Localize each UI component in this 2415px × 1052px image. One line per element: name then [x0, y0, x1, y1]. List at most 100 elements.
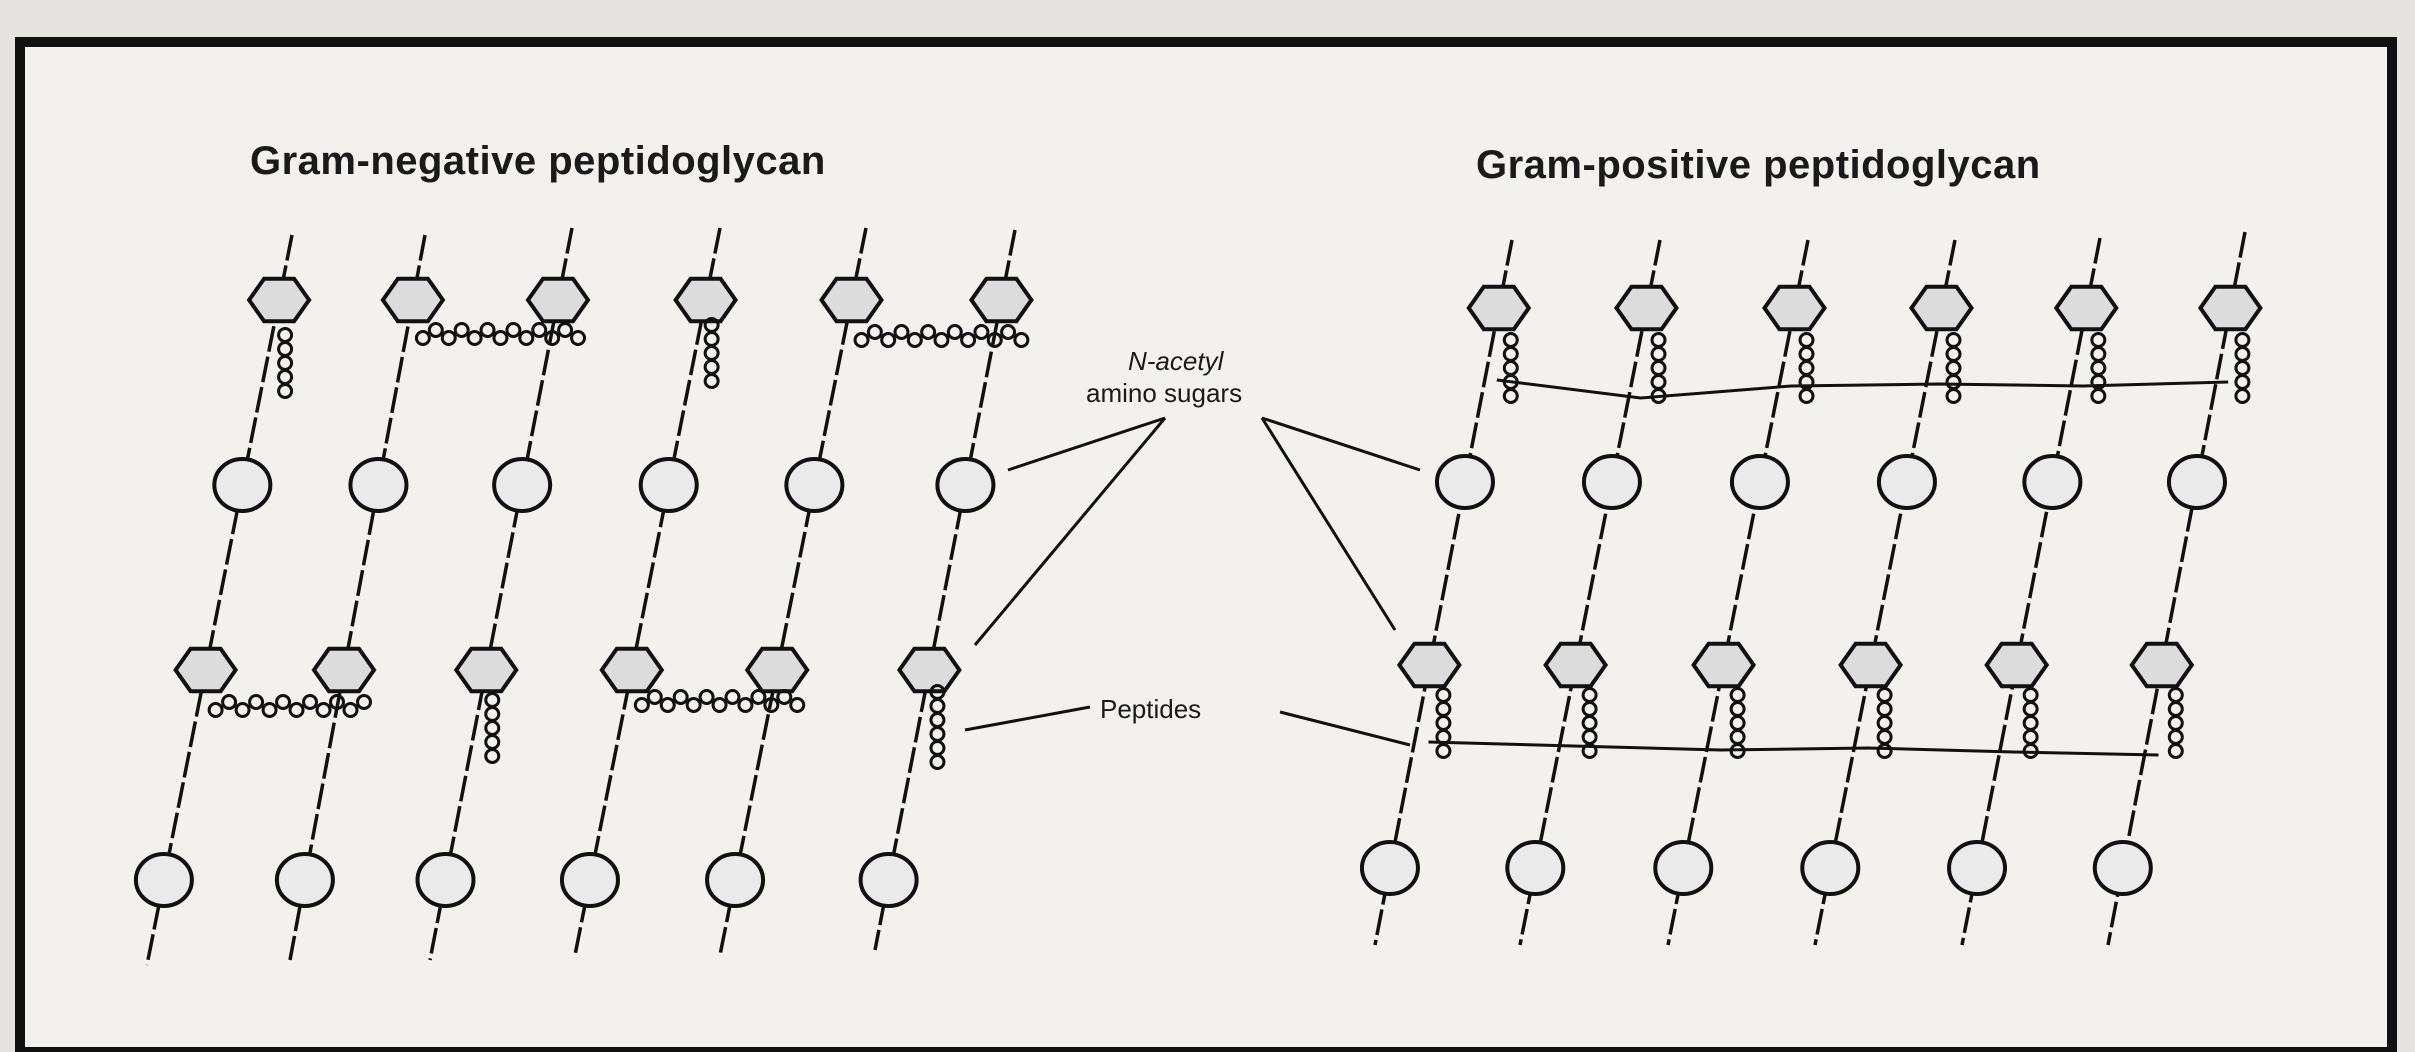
- circle-sugar: [784, 457, 845, 513]
- circle-sugar: [1947, 840, 2008, 896]
- gram-negative-panel: [133, 227, 1034, 966]
- circle-sugar: [2166, 454, 2227, 510]
- peptide-bead: [1876, 743, 1893, 759]
- peptide-bead: [750, 689, 767, 705]
- peptide-bead: [724, 689, 741, 705]
- circle-sugar: [1359, 840, 1420, 896]
- circle-sugar: [2092, 840, 2153, 896]
- circle-sugar: [1505, 840, 1566, 896]
- hexagon-sugar: [1762, 284, 1827, 332]
- hexagon-sugar: [819, 276, 884, 324]
- glycan-strand: [1813, 239, 1957, 946]
- peptide-bead: [703, 373, 720, 389]
- peptide-bead: [659, 697, 676, 713]
- peptide-bead: [866, 324, 883, 340]
- peptide-bead: [315, 702, 332, 718]
- gram-positive-title: Gram-positive peptidoglycan: [1476, 143, 2041, 187]
- circle-sugar: [348, 457, 409, 513]
- hexagon-sugar: [744, 646, 810, 694]
- hexagon-sugar: [673, 276, 739, 324]
- peptide-bead: [2167, 743, 2184, 759]
- leader-line: [1260, 417, 1397, 631]
- peptide-bead: [329, 694, 346, 710]
- peptide-bead: [698, 689, 715, 705]
- peptide-bead: [221, 694, 238, 710]
- glycan-strand: [1518, 239, 1662, 946]
- hexagon-sugar: [968, 276, 1034, 324]
- peptide-bead: [960, 332, 977, 348]
- circle-sugar: [415, 852, 476, 908]
- annotation-leader-lines: [964, 416, 1421, 747]
- hexagon-sugar: [599, 646, 665, 694]
- circle-sugar: [705, 852, 766, 908]
- circle-sugar: [1729, 454, 1790, 510]
- amino-sugars-label: amino sugars: [1086, 378, 1242, 408]
- peptide-bead: [711, 697, 728, 713]
- glycan-strand: [145, 234, 294, 966]
- glycan-strand: [873, 229, 1017, 951]
- peptide-bead: [776, 689, 793, 705]
- hexagon-sugar: [1396, 641, 1462, 689]
- peptide-bead: [342, 702, 359, 718]
- peptide-bead: [275, 694, 292, 710]
- circle-sugar: [2022, 454, 2083, 510]
- peptide-bead: [277, 383, 294, 399]
- circle-sugar: [212, 457, 273, 513]
- peptide-bead: [427, 322, 444, 338]
- leader-line: [964, 705, 1091, 732]
- peptide-bead: [466, 330, 483, 346]
- peptide-cross-bridge: [1496, 378, 2229, 400]
- circle-sugar: [1800, 840, 1861, 896]
- leader-line: [1279, 710, 1411, 747]
- peptide-bead: [207, 702, 224, 718]
- glycan-strand: [428, 227, 574, 961]
- peptide-bead: [1000, 324, 1017, 340]
- peptide-bead: [518, 330, 535, 346]
- hexagon-sugar: [1984, 641, 2050, 689]
- peptide-bead: [1502, 388, 1519, 404]
- peptide-bead: [906, 332, 923, 348]
- n-acetyl-label: N-acetyl: [1128, 346, 1225, 376]
- glycan-strand: [2106, 231, 2247, 946]
- leader-line: [1007, 416, 1166, 472]
- leader-line: [973, 417, 1167, 646]
- peptide-bead: [1798, 388, 1815, 404]
- peptide-bead: [633, 697, 650, 713]
- hexagon-sugar: [2053, 284, 2119, 332]
- peptide-bead: [570, 330, 587, 346]
- hexagon-sugar: [453, 646, 519, 694]
- hexagon-sugar: [2129, 641, 2195, 689]
- hexagon-sugar: [246, 276, 312, 324]
- glycan-strand: [288, 234, 427, 961]
- peptide-bead: [893, 324, 910, 340]
- peptide-bead: [1945, 388, 1962, 404]
- peptide-bead: [544, 330, 561, 346]
- peptide-bead: [986, 332, 1003, 348]
- hexagon-sugar: [1909, 284, 1974, 332]
- peptide-bead: [1581, 743, 1598, 759]
- gram-negative-title: Gram-negative peptidoglycan: [250, 139, 826, 183]
- peptide-bead: [440, 330, 457, 346]
- peptide-bead: [302, 694, 319, 710]
- peptide-bead: [685, 697, 702, 713]
- peptide-bead: [789, 697, 806, 713]
- glycan-strand: [1960, 237, 2102, 946]
- peptide-bead: [946, 324, 963, 340]
- circle-sugar: [1653, 840, 1714, 896]
- peptide-bead: [929, 754, 946, 770]
- circle-sugar: [1434, 454, 1495, 510]
- hexagon-sugar: [896, 646, 962, 694]
- circle-sugar: [492, 457, 553, 513]
- peptide-bead: [531, 322, 548, 338]
- leader-line: [1261, 416, 1421, 472]
- peptide-bead: [880, 332, 897, 348]
- peptide-bead: [672, 689, 689, 705]
- peptide-bead: [933, 332, 950, 348]
- peptide-cross-bridge: [1428, 740, 2159, 757]
- circle-sugar: [1581, 454, 1642, 510]
- peptide-bead: [2234, 388, 2251, 404]
- peptide-bead: [261, 702, 278, 718]
- peptide-bead: [453, 322, 470, 338]
- peptide-bead: [356, 694, 372, 710]
